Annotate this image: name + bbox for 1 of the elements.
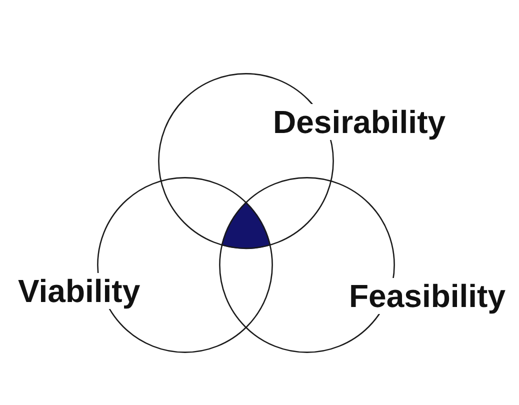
circle-label: Viability	[16, 273, 142, 309]
